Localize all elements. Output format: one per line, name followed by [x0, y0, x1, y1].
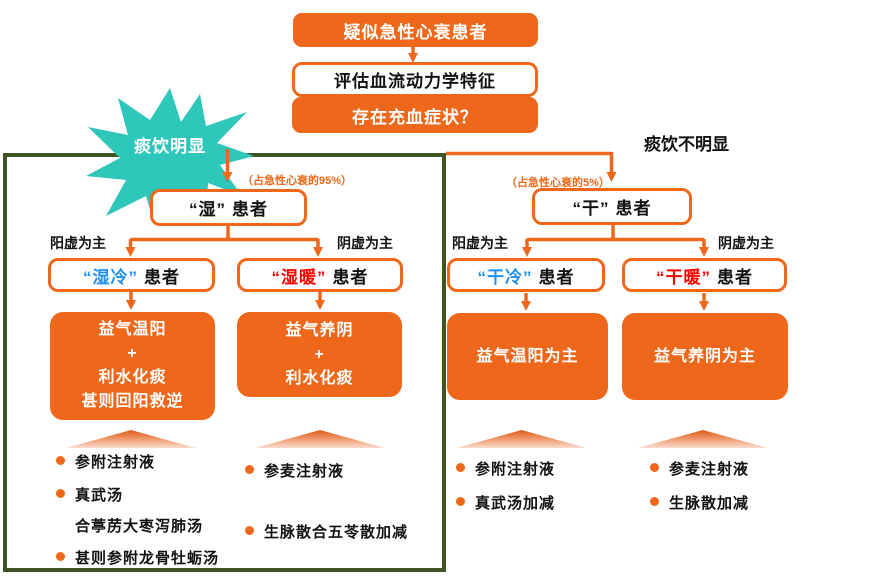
bullet-icon [650, 497, 659, 506]
list-item: 参附注射液 [56, 451, 246, 472]
list-item: 参附注射液 [456, 458, 626, 479]
drug-list-wet-cold: 参附注射液 真武汤 合葶苈大枣泻肺汤 甚则参附龙骨牡蛎汤 [56, 451, 246, 568]
dry-cold-quoted: “干冷” [477, 267, 533, 287]
fade-triangle-icon [456, 430, 587, 448]
node-dry-warm-patient: “干暖” 患者 [622, 258, 787, 292]
wet-yang-label: 阳虚为主 [50, 235, 106, 251]
dry-yang-label: 阳虚为主 [452, 235, 508, 251]
drug-text: 生脉散合五苓散加减 [264, 524, 409, 541]
node-treatment-dry-cold: 益气温阳为主 [447, 313, 608, 400]
fade-triangle-icon [638, 430, 768, 448]
node-dry-cold-patient: “干冷” 患者 [447, 258, 605, 292]
starburst-icon [86, 88, 254, 224]
node-wet-warm-patient: “湿暖” 患者 [237, 258, 403, 292]
node-treatment-wet-cold: 益气温阳 + 利水化痰 甚则回阳救逆 [50, 312, 215, 420]
drug-text: 甚则参附龙骨牡蛎汤 [75, 550, 220, 567]
phlegm-obvious-flag: 痰饮明显 [134, 137, 206, 156]
treatment-line: + [314, 345, 325, 363]
phlegm-not-obvious-flag: 痰饮不明显 [644, 135, 729, 154]
drug-list-wet-warm: 参麦注射液 生脉散合五苓散加减 [245, 460, 430, 542]
fade-triangle-icon [255, 430, 385, 448]
node-suspected-ahf: 疑似急性心衰患者 [293, 13, 538, 47]
node-congestion-question: 存在充血症状？ [292, 97, 538, 133]
wet-warm-rest: 患者 [332, 267, 369, 287]
treatment-line: 益气养阴为主 [653, 347, 756, 365]
wet-patient-rest: 患者 [232, 200, 268, 219]
drug-text: 参附注射液 [475, 461, 556, 478]
drug-list-dry-warm: 参麦注射液 生脉散加减 [650, 458, 820, 513]
treatment-line: 益气温阳 [98, 321, 167, 338]
bullet-icon [456, 497, 465, 506]
wet-percent-label: （占急性心衰的95%） [242, 175, 353, 187]
treatment-line: 利水化痰 [98, 369, 167, 386]
drug-text: 参麦注射液 [669, 461, 750, 478]
list-item: 生脉散加减 [650, 492, 820, 513]
node-wet-cold-patient: “湿冷” 患者 [48, 258, 215, 292]
wet-warm-quoted: “湿暖” [271, 267, 327, 287]
list-item: 参麦注射液 [650, 458, 820, 479]
wet-cold-rest: 患者 [144, 267, 180, 287]
drug-text: 真武汤 [75, 487, 124, 504]
node-assess-hemodynamics: 评估血流动力学特征 [292, 62, 538, 97]
bullet-icon [56, 489, 65, 498]
fade-triangle-icon [66, 430, 196, 448]
dry-warm-quoted: “干暖” [656, 267, 711, 287]
drug-text: 参麦注射液 [264, 463, 345, 480]
list-item: 合葶苈大枣泻肺汤 [56, 515, 246, 536]
drug-text: 参附注射液 [75, 454, 156, 471]
drug-list-dry-cold: 参附注射液 真武汤加减 [456, 458, 626, 513]
node-wet-patient: “湿” 患者 [150, 189, 307, 226]
dry-patient-rest: 患者 [615, 199, 652, 218]
bullet-icon [456, 463, 465, 472]
list-item: 生脉散合五苓散加减 [245, 521, 430, 542]
dry-percent-label: （占急性心衰的5%） [506, 177, 610, 189]
dry-cold-rest: 患者 [538, 267, 575, 287]
wet-cold-quoted: “湿冷” [83, 267, 138, 287]
drug-text: 合葶苈大枣泻肺汤 [75, 518, 204, 535]
treatment-line: + [127, 345, 138, 362]
treatment-line: 利水化痰 [285, 369, 354, 387]
wet-patient-quoted: “湿” [189, 200, 226, 219]
node-treatment-wet-warm: 益气养阴 + 利水化痰 [237, 312, 402, 397]
bullet-icon [245, 526, 254, 535]
list-item: 甚则参附龙骨牡蛎汤 [56, 547, 246, 568]
bullet-icon [245, 465, 254, 474]
list-item: 参麦注射液 [245, 460, 430, 481]
drug-text: 生脉散加减 [669, 495, 750, 512]
bullet-icon [650, 463, 659, 472]
list-item: 真武汤 [56, 484, 246, 505]
node-treatment-dry-warm: 益气养阴为主 [622, 313, 788, 400]
list-item: 真武汤加减 [456, 492, 626, 513]
drug-text: 真武汤加减 [475, 495, 556, 512]
node-dry-patient: “干” 患者 [532, 188, 692, 225]
wet-yin-label: 阴虚为主 [337, 235, 393, 251]
dry-patient-quoted: “干” [572, 199, 610, 218]
treatment-line: 甚则回阳救逆 [81, 393, 184, 410]
treatment-line: 益气养阴 [285, 321, 354, 339]
bullet-icon [56, 552, 65, 561]
dry-yin-label: 阴虚为主 [718, 235, 774, 251]
treatment-line: 益气温阳为主 [476, 347, 579, 365]
bullet-icon [56, 456, 65, 465]
dry-warm-rest: 患者 [717, 267, 753, 287]
